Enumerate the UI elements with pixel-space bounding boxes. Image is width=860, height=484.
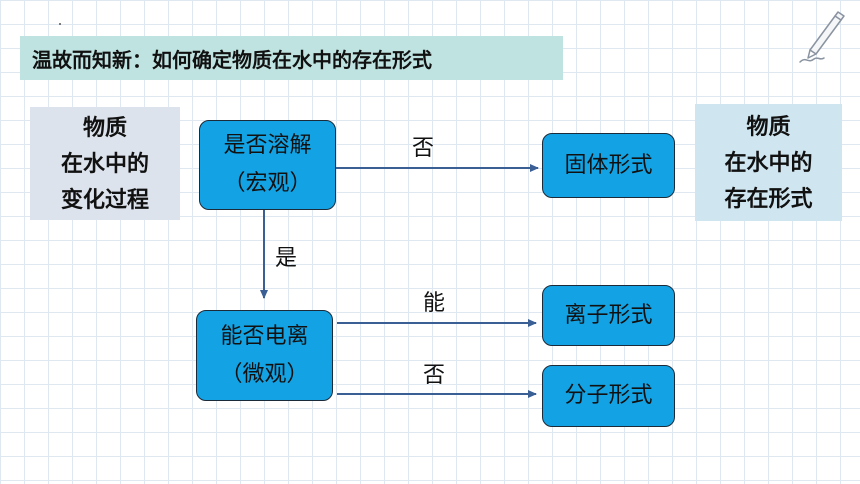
edge-label-dissolve-no: 否 bbox=[412, 136, 435, 161]
edge-label-ionize-no: 否 bbox=[423, 363, 446, 388]
form-label-line: 在水中的 bbox=[724, 149, 813, 176]
edge-label-ionize-yes: 能 bbox=[423, 291, 446, 316]
node-dissolve: 是否溶解 （宏观） bbox=[199, 120, 336, 210]
pencil-icon bbox=[799, 11, 845, 63]
node-molecule: 分子形式 bbox=[542, 365, 675, 427]
process-label-line: 物质 bbox=[82, 114, 127, 141]
node-ionize: 能否电离 （微观） bbox=[196, 310, 333, 401]
node-ionize-line: 能否电离 bbox=[220, 323, 309, 349]
node-dissolve-line: （宏观） bbox=[223, 171, 312, 196]
process-label-box: 物质 在水中的 变化过程 bbox=[30, 107, 180, 220]
process-label-line: 在水中的 bbox=[60, 150, 149, 177]
node-ion: 离子形式 bbox=[542, 285, 675, 346]
node-ionize-line: （微观） bbox=[220, 361, 309, 387]
edge-label-dissolve-yes: 是 bbox=[275, 246, 298, 271]
decorative-dot bbox=[59, 23, 61, 25]
node-solid: 固体形式 bbox=[542, 133, 675, 198]
form-label-line: 存在形式 bbox=[724, 185, 813, 212]
form-label-box: 物质 在水中的 存在形式 bbox=[695, 104, 842, 221]
node-dissolve-line: 是否溶解 bbox=[223, 133, 312, 158]
page-title: 温故而知新：如何确定物质在水中的存在形式 bbox=[20, 36, 563, 80]
process-label-line: 变化过程 bbox=[60, 186, 149, 213]
form-label-line: 物质 bbox=[746, 113, 791, 140]
